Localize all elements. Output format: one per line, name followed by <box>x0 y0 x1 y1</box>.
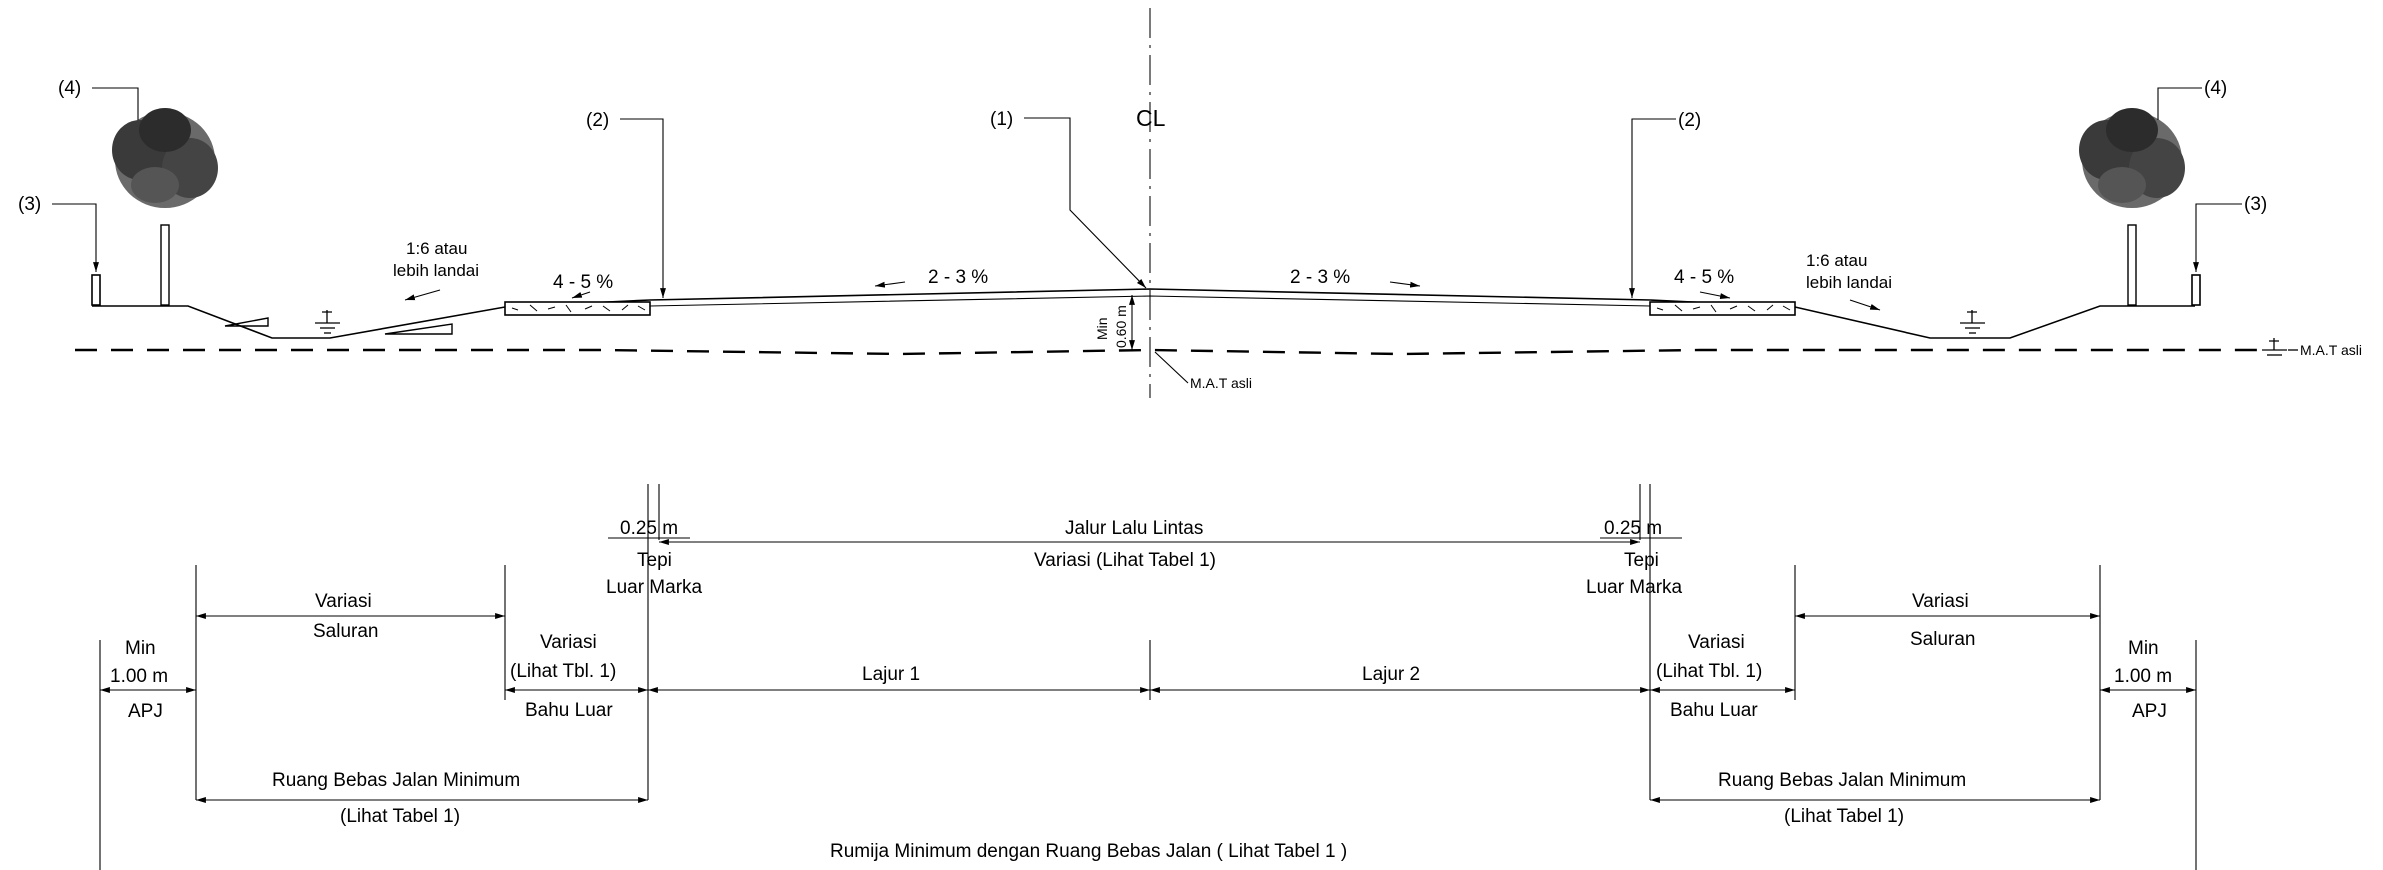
shoulder-label-left: Bahu Luar <box>525 700 613 721</box>
mat-label-center: M.A.T asli <box>1190 375 1252 391</box>
clearance-ref-right: (Lihat Tabel 1) <box>1784 806 1904 827</box>
callout-4-left: (4) <box>58 78 81 99</box>
tree-right <box>2079 108 2185 306</box>
shoulder-arrow-right <box>1699 291 1731 299</box>
slope-shoulder-right: 4 - 5 % <box>1674 267 1734 288</box>
shoulder-ref-right: (Lihat Tbl. 1) <box>1656 661 1762 682</box>
callout-3-right: (3) <box>2244 194 2267 215</box>
min-depth-word: Min <box>1094 317 1110 340</box>
channel-sub-left: Saluran <box>313 621 379 642</box>
side-slope-arrow-left <box>404 289 441 301</box>
tepi-left-line2: Luar Marka <box>606 577 703 598</box>
apj-min-left: Min <box>125 638 156 659</box>
centerline-symbol: CL <box>1136 105 1166 131</box>
apj-min-right: Min <box>2128 638 2159 659</box>
callout-3-left-leader <box>52 203 99 272</box>
callout-2-left: (2) <box>586 110 609 131</box>
edge-width-right: 0.25 m <box>1604 518 1662 539</box>
side-slope-left-line1: 1:6 atau <box>406 239 467 258</box>
shoulder-hatch <box>511 304 1791 313</box>
left-shoulder-block <box>504 301 651 316</box>
clearance-title-left: Ruang Bebas Jalan Minimum <box>272 770 520 791</box>
callout-2-left-leader <box>620 118 666 298</box>
clearance-ref-left: (Lihat Tabel 1) <box>340 806 460 827</box>
callout-3-left: (3) <box>18 194 41 215</box>
slope-pavement-left: 2 - 3 % <box>928 267 988 288</box>
pavement-surface <box>649 288 1651 301</box>
channel-title-left: Variasi <box>315 591 372 612</box>
light-post-right <box>2191 274 2201 306</box>
callout-1: (1) <box>990 109 1013 130</box>
edge-width-left: 0.25 m <box>620 518 678 539</box>
shoulder-title-left: Variasi <box>540 632 597 653</box>
apj-label-right: APJ <box>2132 701 2167 722</box>
pavement-base <box>649 295 1651 307</box>
mat-label-right: M.A.T asli <box>2300 342 2362 358</box>
callout-2-right: (2) <box>1678 110 1701 131</box>
slope-arrow-right <box>1389 281 1421 288</box>
side-slope-arrow-right <box>1849 299 1881 311</box>
tree-left <box>112 108 218 306</box>
min-depth-value: 0.60 m <box>1113 305 1129 348</box>
callout-3-right-leader <box>2193 203 2242 272</box>
water-level-symbol <box>315 310 1985 334</box>
tepi-right-line2: Luar Marka <box>1586 577 1683 598</box>
channel-sub-right: Saluran <box>1910 629 1976 650</box>
slope-indicator <box>384 323 453 335</box>
callout-2-right-leader <box>1629 118 1676 298</box>
shoulder-title-right: Variasi <box>1688 632 1745 653</box>
extension-lines <box>99 484 2197 870</box>
mat-symbol-right <box>2262 338 2298 356</box>
mat-leader-center <box>1154 351 1189 384</box>
tepi-right-line1: Tepi <box>1624 550 1659 571</box>
apj-width-right: 1.00 m <box>2114 666 2172 687</box>
apj-width-left: 1.00 m <box>110 666 168 687</box>
shoulder-label-right: Bahu Luar <box>1670 700 1758 721</box>
callout-1-leader <box>1024 117 1147 289</box>
apj-label-left: APJ <box>128 701 163 722</box>
lane1-label: Lajur 1 <box>862 664 920 685</box>
slope-arrow-left <box>874 281 906 288</box>
rumija-label: Rumija Minimum dengan Ruang Bebas Jalan … <box>830 841 1347 862</box>
shoulder-ref-left: (Lihat Tbl. 1) <box>510 661 616 682</box>
lane2-label: Lajur 2 <box>1362 664 1420 685</box>
slope-shoulder-left: 4 - 5 % <box>553 272 613 293</box>
groundwater-line <box>75 348 2260 356</box>
side-slope-left-line2: lebih landai <box>393 261 479 280</box>
light-post-left <box>91 274 101 306</box>
clearance-title-right: Ruang Bebas Jalan Minimum <box>1718 770 1966 791</box>
side-slope-right-line2: lebih landai <box>1806 273 1892 292</box>
callout-4-right-leader <box>2157 87 2202 120</box>
callout-4-left-leader <box>92 87 139 120</box>
traffic-lane-title: Jalur Lalu Lintas <box>1065 518 1203 539</box>
right-shoulder-block <box>1649 301 1796 316</box>
shoulder-arrow-left <box>571 291 591 299</box>
tepi-left-line1: Tepi <box>637 550 672 571</box>
traffic-lane-sub: Variasi (Lihat Tabel 1) <box>1034 550 1216 571</box>
callout-4-right: (4) <box>2204 78 2227 99</box>
slope-indicator <box>224 317 269 327</box>
side-slope-right-line1: 1:6 atau <box>1806 251 1867 270</box>
channel-title-right: Variasi <box>1912 591 1969 612</box>
slope-pavement-right: 2 - 3 % <box>1290 267 1350 288</box>
